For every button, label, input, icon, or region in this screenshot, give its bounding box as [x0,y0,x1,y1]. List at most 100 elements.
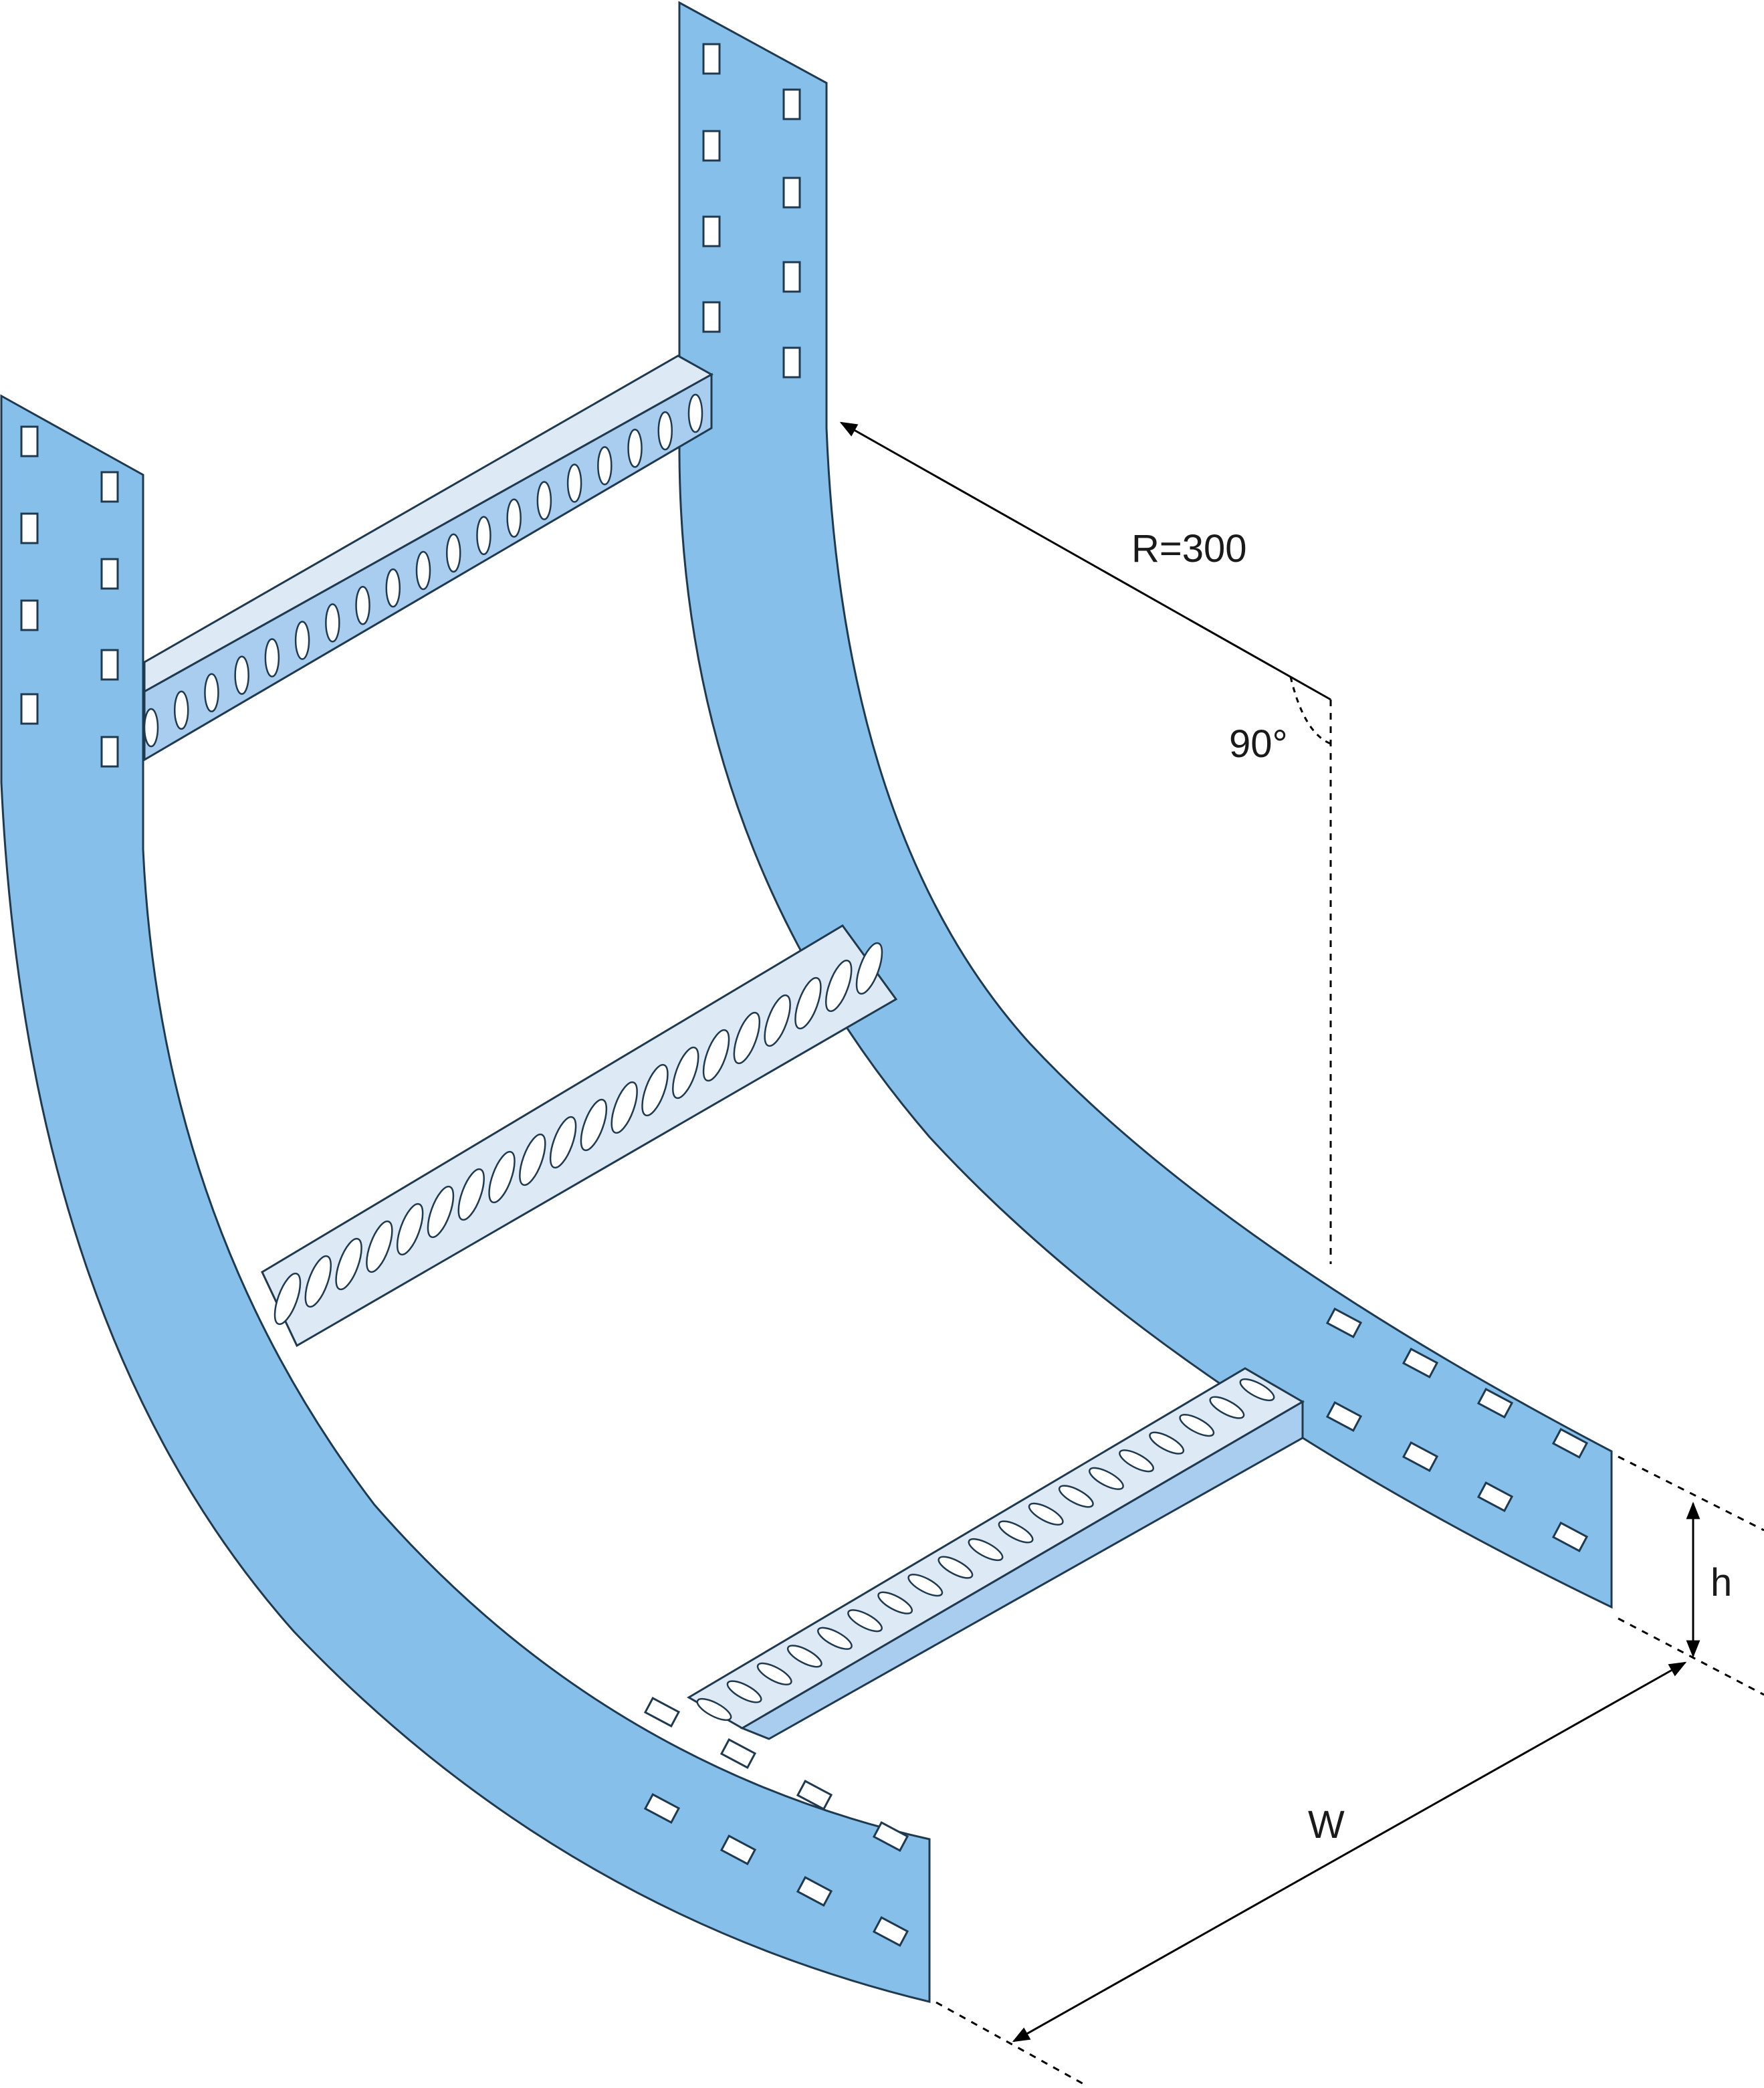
rung-slot [597,446,613,486]
rung-slot [519,1133,546,1186]
mounting-hole [720,1835,757,1865]
rung-slot [877,1591,913,1614]
rung-bottom [687,1367,1305,1740]
angle-arc [1289,676,1331,745]
rung-slot [580,1098,608,1152]
mounting-hole [702,215,721,247]
rung-slot [396,1203,424,1256]
rung-slot [657,411,673,451]
width-dimension-line [1012,1661,1687,2043]
mounting-hole [1402,1441,1439,1472]
dimension-annotations: R=300 90° h W [839,421,1764,2087]
rung-slot [687,393,703,433]
mounting-hole [100,558,119,590]
mounting-hole [1325,1308,1363,1338]
mounting-hole [702,301,721,333]
rung-slot [536,481,552,520]
mounting-hole [782,346,801,379]
mounting-hole [1551,1522,1589,1552]
rung-slot [273,1272,302,1326]
rung-slot [427,1185,455,1239]
rung-slot [325,603,340,643]
mounting-hole [872,1821,909,1852]
rung-slot [173,690,189,730]
rung-slot [611,1081,638,1134]
rung-slot [415,550,431,591]
rung-slot [1179,1414,1215,1437]
rung-slot [1239,1378,1275,1402]
rung-slot [304,1255,332,1308]
rung-slot [998,1520,1034,1544]
rung-slot [355,585,370,625]
rung-slot [756,1662,792,1685]
width-label: W [1308,1803,1345,1847]
mounting-hole [872,1916,909,1947]
rung-slot [847,1609,883,1633]
h-extension-bottom [1618,1617,1764,1696]
rung-slot [264,638,280,677]
mounting-hole [643,1793,681,1824]
h-extension-top [1618,1455,1764,1532]
rung-slot [824,959,853,1013]
mounting-hole [20,693,39,725]
rung-slot [1119,1449,1154,1473]
rung-slot [204,673,219,713]
mounting-hole [702,43,721,75]
rung-slot [733,1011,761,1065]
height-label: h [1711,1561,1732,1604]
rung-slot [457,1168,485,1221]
mounting-holes [20,43,1589,1947]
mounting-hole [20,425,39,457]
mounting-hole [782,261,801,293]
rung-slot [1149,1431,1185,1455]
rung-slot [764,994,791,1047]
rung-slot [641,1063,669,1117]
mounting-hole [782,88,801,120]
rung-slot [143,708,159,748]
mounting-hole [782,177,801,209]
rung-slot [294,621,310,660]
rung-slot [506,498,522,538]
rung-slot [1028,1502,1064,1526]
rung-slot [476,516,491,556]
mounting-hole [720,1738,757,1769]
mounting-hole [100,649,119,681]
rung-slot [627,428,643,468]
mounting-hole [1551,1428,1589,1459]
mounting-hole [643,1697,681,1728]
rung-slot [234,655,249,695]
rung-slot [1209,1396,1245,1419]
rung-slot [938,1556,974,1579]
rung-middle [261,924,898,1348]
angle-label: 90° [1229,722,1288,766]
rung-slot [385,568,401,608]
mounting-hole [20,512,39,544]
rung-slot [1089,1467,1124,1490]
rung-slot [794,976,822,1030]
mounting-hole [796,1780,833,1810]
rung-slot [907,1574,944,1597]
rung-slot [366,1220,393,1273]
mounting-hole [1402,1348,1439,1378]
mounting-hole [1325,1401,1363,1432]
rung-slot [549,1116,577,1169]
rung-slot [1058,1485,1094,1508]
rung-slot [566,463,582,503]
rung-slot [672,1046,699,1100]
mounting-hole [702,130,721,162]
rung-slot [702,1029,730,1082]
rung-slot [696,1697,732,1721]
rung-slot [855,942,883,995]
rung-slot [488,1150,516,1204]
radius-label: R=300 [1131,527,1247,570]
rung-slot [335,1237,362,1291]
mounting-hole [1476,1481,1514,1512]
rung-slot [445,533,461,573]
rung-slot [817,1627,853,1650]
mounting-hole [20,599,39,631]
rung-slot [786,1645,822,1668]
left-side-rail [0,394,931,2003]
mounting-hole [796,1876,833,1907]
mounting-hole [1476,1388,1514,1419]
